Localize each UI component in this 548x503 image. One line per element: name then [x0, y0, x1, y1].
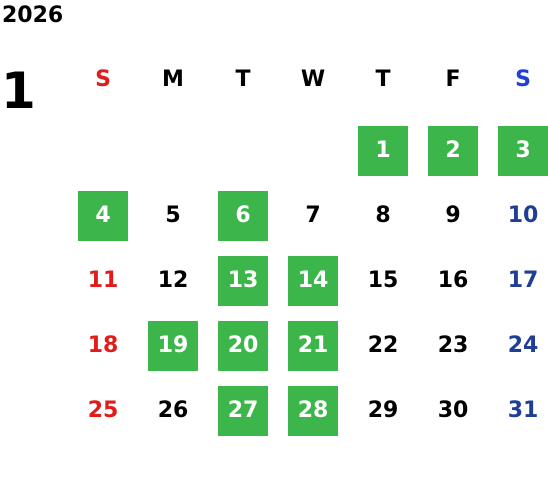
- day-number: 18: [87, 333, 119, 358]
- day-number: 8: [375, 203, 391, 228]
- weekday-friday: F: [445, 67, 461, 92]
- day-cell[interactable]: 13: [208, 248, 278, 313]
- day-cell[interactable]: 21: [278, 313, 348, 378]
- day-cell[interactable]: 3: [488, 118, 548, 183]
- day-number: 17: [507, 268, 539, 293]
- day-cell[interactable]: 9: [418, 183, 488, 248]
- weekday-saturday: S: [515, 67, 531, 92]
- month-number: 1: [1, 62, 36, 120]
- day-cell[interactable]: 2: [418, 118, 488, 183]
- day-number: 16: [437, 268, 469, 293]
- day-number: 27: [218, 385, 268, 436]
- day-number: 21: [288, 320, 338, 371]
- day-number: 30: [437, 398, 469, 423]
- day-number: 7: [305, 203, 321, 228]
- day-number: 2: [428, 125, 478, 176]
- weekday-thursday: T: [375, 67, 391, 92]
- day-number: 15: [367, 268, 399, 293]
- day-cell[interactable]: 23: [418, 313, 488, 378]
- day-cell[interactable]: 6: [208, 183, 278, 248]
- year-label: 2026: [2, 3, 64, 28]
- day-number: 3: [498, 125, 548, 176]
- weekday-header-row: S M T W T F S: [68, 65, 548, 95]
- day-number: 31: [507, 398, 539, 423]
- day-cell[interactable]: 15: [348, 248, 418, 313]
- day-number: 10: [507, 203, 539, 228]
- day-cell[interactable]: 1: [348, 118, 418, 183]
- day-number: 24: [507, 333, 539, 358]
- day-number: 22: [367, 333, 399, 358]
- day-cell[interactable]: 4: [68, 183, 138, 248]
- day-number: 12: [157, 268, 189, 293]
- day-cell[interactable]: 18: [68, 313, 138, 378]
- day-number: 1: [358, 125, 408, 176]
- day-number: 6: [218, 190, 268, 241]
- day-number: 19: [148, 320, 198, 371]
- day-cell[interactable]: 27: [208, 378, 278, 443]
- day-cell[interactable]: 22: [348, 313, 418, 378]
- day-cell[interactable]: 8: [348, 183, 418, 248]
- day-cell[interactable]: 25: [68, 378, 138, 443]
- day-cell[interactable]: 12: [138, 248, 208, 313]
- day-number: 23: [437, 333, 469, 358]
- weekday-tuesday: T: [235, 67, 251, 92]
- day-cell[interactable]: 7: [278, 183, 348, 248]
- empty-day-cell: [68, 118, 138, 183]
- empty-day-cell: [138, 118, 208, 183]
- day-cell[interactable]: 16: [418, 248, 488, 313]
- day-cell[interactable]: 30: [418, 378, 488, 443]
- empty-day-cell: [278, 118, 348, 183]
- day-number: 13: [218, 255, 268, 306]
- day-number: 4: [78, 190, 128, 241]
- day-number: 25: [87, 398, 119, 423]
- weekday-sunday: S: [95, 67, 111, 92]
- day-cell[interactable]: 31: [488, 378, 548, 443]
- day-number: 28: [288, 385, 338, 436]
- day-number: 29: [367, 398, 399, 423]
- weekday-wednesday: W: [300, 67, 326, 92]
- weekday-monday: M: [162, 67, 184, 92]
- day-number: 9: [445, 203, 461, 228]
- day-cell[interactable]: 19: [138, 313, 208, 378]
- day-cell[interactable]: 5: [138, 183, 208, 248]
- day-cell[interactable]: 26: [138, 378, 208, 443]
- day-number: 14: [288, 255, 338, 306]
- day-cell[interactable]: 10: [488, 183, 548, 248]
- empty-day-cell: [208, 118, 278, 183]
- day-cell[interactable]: 14: [278, 248, 348, 313]
- day-cell[interactable]: 28: [278, 378, 348, 443]
- day-number: 5: [165, 203, 181, 228]
- day-cell[interactable]: 17: [488, 248, 548, 313]
- day-number: 26: [157, 398, 189, 423]
- day-number: 20: [218, 320, 268, 371]
- day-cell[interactable]: 11: [68, 248, 138, 313]
- day-number: 11: [87, 268, 119, 293]
- day-cell[interactable]: 29: [348, 378, 418, 443]
- day-cell[interactable]: 20: [208, 313, 278, 378]
- day-cell[interactable]: 24: [488, 313, 548, 378]
